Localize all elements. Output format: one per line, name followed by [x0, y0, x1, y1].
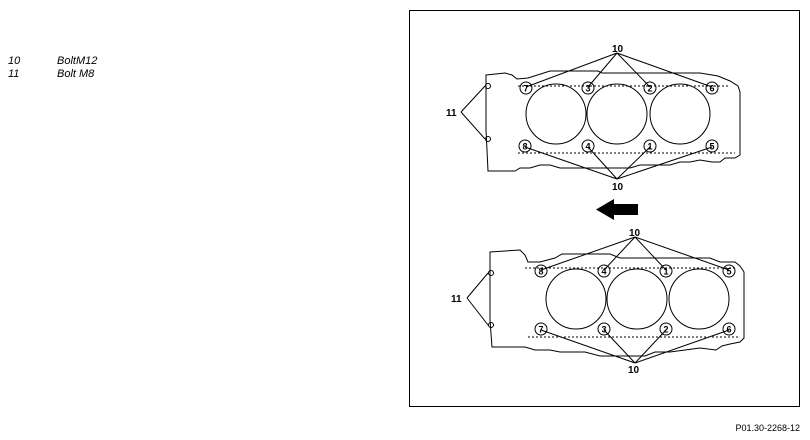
callout-label: 11 — [446, 108, 457, 119]
bolt-hole — [485, 83, 491, 89]
bolt-number-circle — [722, 322, 736, 336]
bolt-sequence-number: 8 — [538, 267, 543, 277]
bolt-sequence-number: 2 — [647, 84, 652, 94]
legend-item: 11 Bolt M8 — [8, 68, 97, 81]
bolt-sequence-number: 3 — [585, 84, 590, 94]
legend: 10 BoltM12 11 Bolt M8 — [8, 55, 97, 81]
bolt-number-circle — [597, 264, 611, 278]
upper-head-inner-edge — [518, 85, 735, 154]
bolt-number-circle — [705, 81, 719, 95]
callout-leader-line — [460, 52, 713, 180]
bolt-hole — [485, 136, 491, 142]
lower-cylinder-bore-3 — [668, 268, 730, 330]
bolt-number-circle — [518, 139, 532, 153]
legend-item-number: 11 — [8, 68, 20, 80]
callout-leader-line — [466, 236, 730, 364]
lower-head-outline — [489, 249, 745, 357]
bolt-number-circle — [659, 322, 673, 336]
legend-item-number: 10 — [8, 55, 21, 67]
upper-cylinder-bore-1 — [525, 83, 587, 145]
bolt-number-circle — [705, 139, 719, 153]
bolt-number-circle — [643, 139, 657, 153]
upper-cylinder-bore-2 — [586, 83, 648, 145]
bolt-number-circle — [534, 264, 548, 278]
bolt-sequence-number: 7 — [523, 84, 528, 94]
bolt-number-circle — [722, 264, 736, 278]
figure-frame — [409, 10, 800, 407]
bolt-number-circle — [643, 81, 657, 95]
lower-cylinder-bore-1 — [545, 268, 607, 330]
bolt-number-circle — [581, 81, 595, 95]
bolt-sequence-number: 1 — [647, 142, 652, 152]
legend-item-text: BoltM12 — [57, 55, 98, 67]
bolt-sequence-number: 4 — [601, 267, 606, 277]
figure-reference-code: P01.30-2268-12 — [735, 423, 800, 433]
legend-item-text: Bolt M8 — [57, 68, 95, 80]
bolt-number-circle — [581, 139, 595, 153]
bolt-number-circle — [597, 322, 611, 336]
upper-cylinder-bore-3 — [649, 83, 711, 145]
callout-label: 10 — [629, 228, 641, 239]
bolt-number-circle — [534, 322, 548, 336]
bolt-sequence-number: 2 — [663, 325, 668, 335]
callout-label: 10 — [612, 182, 624, 193]
bolt-number-circle — [519, 81, 533, 95]
lower-head-inner-edge — [525, 267, 740, 338]
legend-item: 10 BoltM12 — [8, 55, 97, 68]
bolt-sequence-number: 6 — [726, 325, 731, 335]
bolt-sequence-number: 5 — [709, 142, 714, 152]
bolt-sequence-number: 5 — [726, 267, 731, 277]
upper-head-outline — [485, 70, 741, 172]
arrow-left-icon — [596, 199, 638, 220]
bolt-sequence-number: 6 — [709, 84, 714, 94]
bolt-number-circle — [659, 264, 673, 278]
bolt-sequence-number: 7 — [538, 325, 543, 335]
bolt-sequence-number: 4 — [585, 142, 590, 152]
bolt-sequence-number: 3 — [601, 325, 606, 335]
bolt-hole — [488, 322, 494, 328]
bolt-sequence-number: 8 — [522, 142, 527, 152]
bolt-sequence-number: 1 — [663, 267, 668, 277]
callout-label: 10 — [612, 44, 624, 55]
callout-label: 10 — [628, 365, 640, 376]
bolt-hole — [488, 270, 494, 276]
callout-label: 11 — [451, 294, 462, 305]
lower-cylinder-bore-2 — [606, 268, 668, 330]
